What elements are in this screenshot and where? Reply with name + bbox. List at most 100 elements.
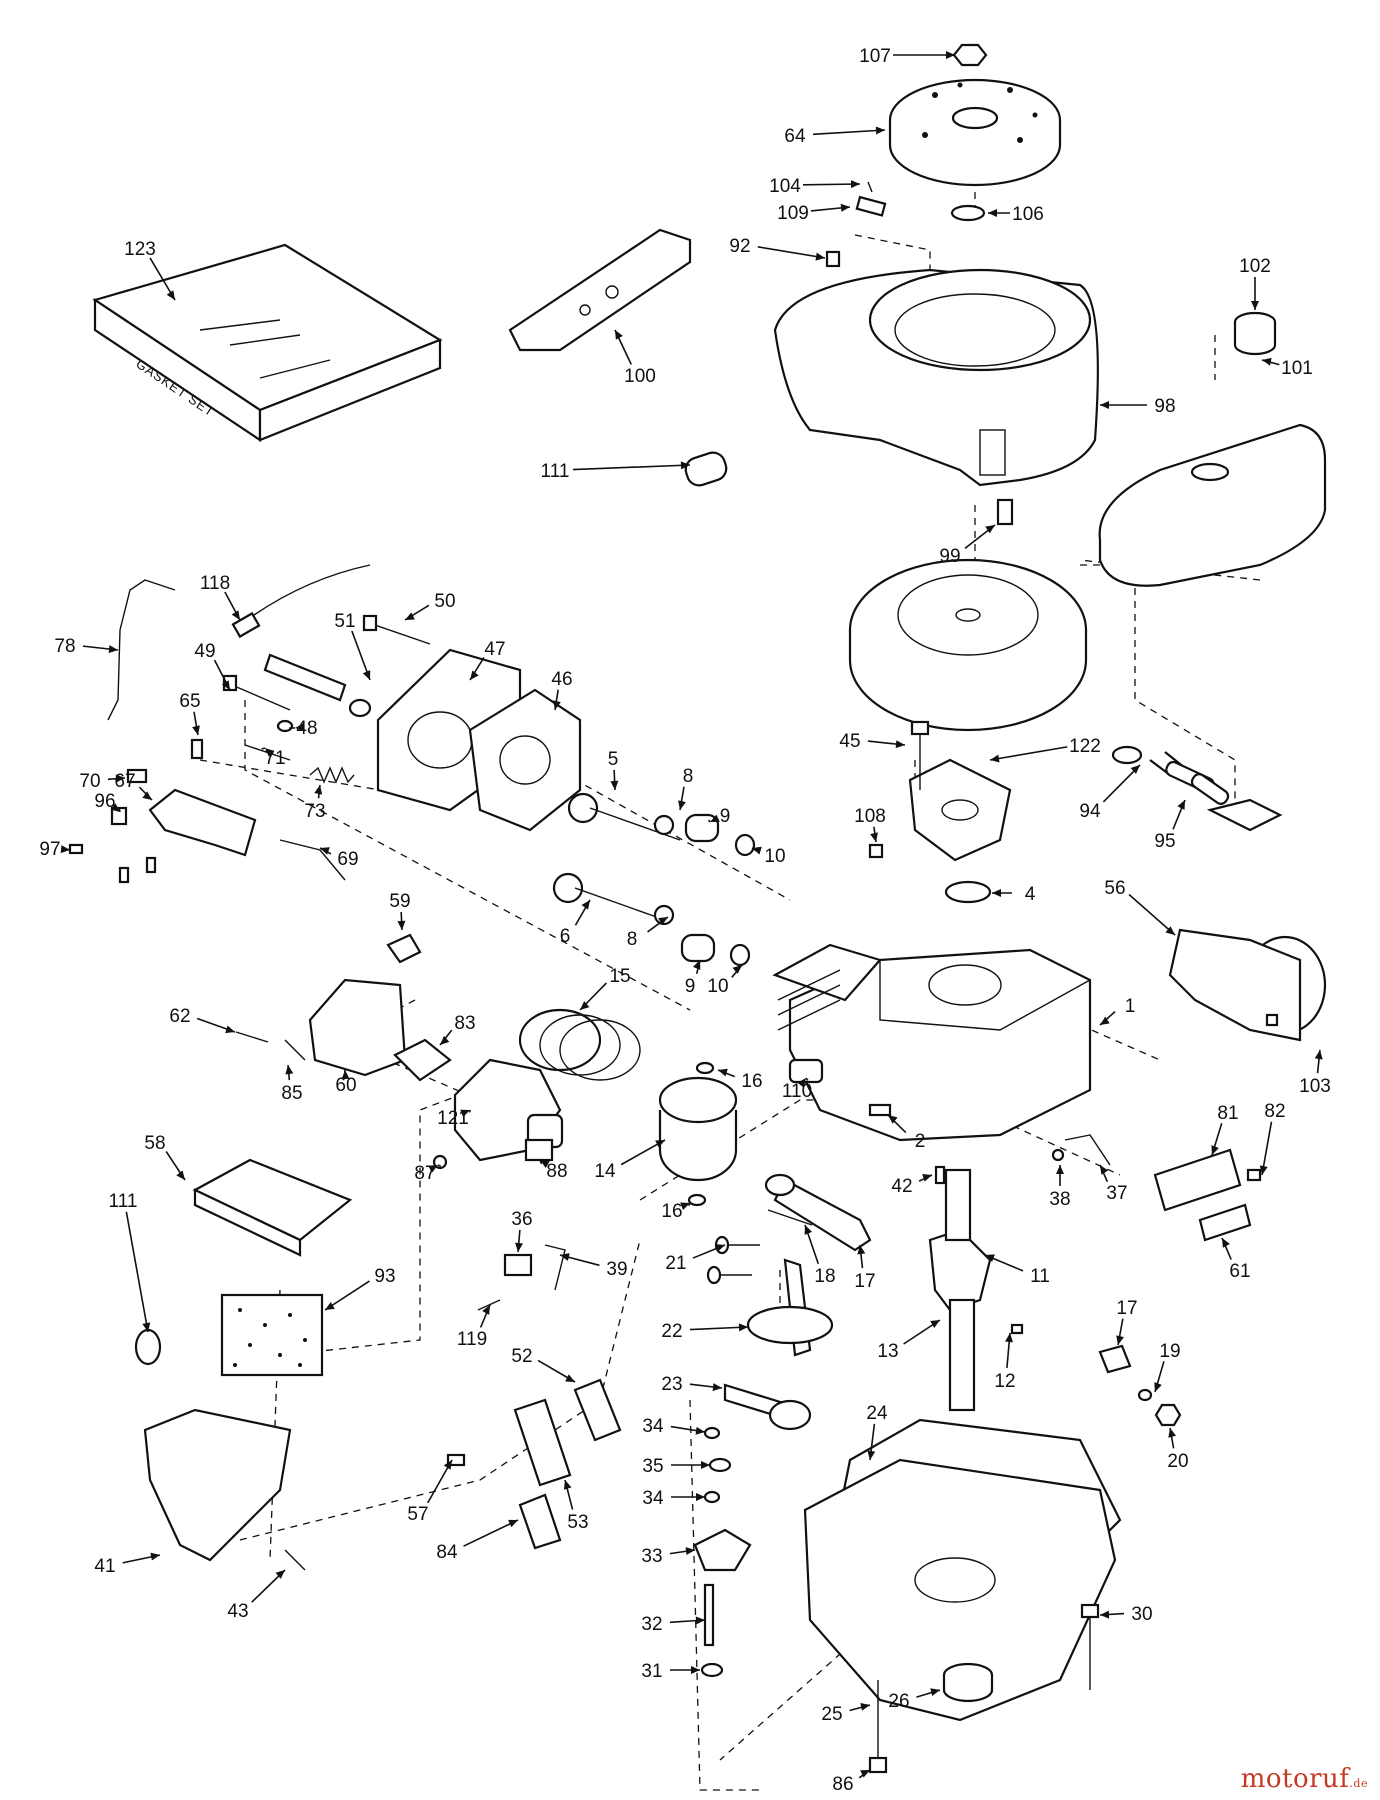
callout-arrowhead-104 [850,180,860,189]
callout-arrowhead-102 [1251,301,1259,310]
callout-arrowhead-57 [443,1460,452,1470]
callout-label-56: 56 [1104,878,1125,899]
callout-arrowhead-19 [1154,1382,1162,1392]
callout-label-58: 58 [144,1133,165,1154]
callout-arrowhead-58 [176,1170,185,1180]
callout-arrowhead-97 [60,845,70,854]
callout-arrowhead-18 [804,1225,813,1235]
callout-arrowhead-70 [115,774,125,783]
callout-arrowhead-82 [1259,1165,1268,1175]
watermark-suffix: .de [1349,1777,1368,1790]
callout-label-32: 32 [641,1614,662,1635]
callout-arrowhead-118 [231,610,240,620]
callout-label-81: 81 [1217,1103,1238,1124]
callout-label-48: 48 [296,718,317,739]
callout-label-71: 71 [264,748,285,769]
callout-arrowhead-73 [314,785,323,795]
callout-label-95: 95 [1154,831,1175,852]
callout-arrowhead-42 [922,1174,932,1182]
lifter-parts [706,1235,760,1285]
callout-label-31: 31 [641,1661,662,1682]
callout-label-106: 106 [1012,204,1044,225]
callout-arrowhead-60 [341,1070,350,1080]
breather-filter-part [518,1493,562,1550]
screw-part-77 [145,856,157,874]
callout-label-65: 65 [179,691,200,712]
pin-part-2 [868,1103,892,1117]
callout-label-73: 73 [304,801,325,822]
valve-part-6 [552,872,666,921]
callout-label-83: 83 [454,1013,475,1034]
callout-arrowhead-2 [888,1115,898,1124]
callout-label-94: 94 [1079,801,1101,822]
callout-arrowhead-86 [860,1770,870,1778]
gasket-part-110 [788,1058,824,1084]
callout-label-88: 88 [546,1161,567,1182]
blower-housing-part [773,268,1099,487]
callout-arrowhead-48 [295,723,305,732]
callout-arrowhead-84 [508,1519,518,1528]
head-gasket-part [468,688,582,832]
callout-label-23: 23 [661,1374,682,1395]
screw-part-65 [190,738,204,760]
callout-arrowhead-43 [275,1570,285,1579]
callout-label-4: 4 [1025,884,1036,905]
bolt-part-30 [1080,1603,1100,1690]
seal-part-26 [942,1662,994,1703]
callout-arrowhead-34 [695,1426,705,1435]
callout-arrowhead-119 [482,1305,490,1315]
spring-part-73 [309,766,355,784]
callout-arrowhead-108 [870,832,878,842]
flywheel-part [848,558,1088,732]
callout-label-24: 24 [866,1403,888,1424]
spark-plug-lead-part [231,564,371,639]
callout-label-38: 38 [1049,1189,1070,1210]
piston-part [658,1076,738,1182]
piston-rings-part [518,1008,641,1081]
callout-label-118: 118 [200,573,230,594]
screw-part-97 [68,843,84,855]
link-part-69 [279,839,346,881]
gasket-set-box: GASKET SET [92,243,443,443]
breather-gasket-part [573,1378,622,1442]
screw-part-82 [1246,1168,1262,1182]
callout-arrowhead-95 [1177,800,1185,810]
callout-arrowhead-111 [142,1322,151,1332]
screw-part-57 [446,1453,466,1467]
callout-label-70: 70 [79,771,100,792]
key-part-12 [1010,1323,1024,1335]
callout-arrowhead-35 [701,1461,710,1469]
callout-arrowhead-4 [992,889,1001,897]
linkage-part-37 [1064,1134,1111,1166]
callout-label-10: 10 [707,976,728,997]
callout-arrowhead-10 [732,965,742,974]
rewind-starter-part [1168,798,1327,1042]
screw-part-104 [867,181,873,193]
callout-arrowhead-65 [192,725,200,735]
callout-leader-122 [989,746,1068,761]
callout-label-50: 50 [434,591,455,612]
callout-arrowhead-83 [440,1035,450,1045]
callout-label-16: 16 [741,1071,762,1092]
bracket-part-100 [508,228,692,352]
callout-label-8: 8 [627,929,638,950]
callout-arrowhead-45 [895,740,905,749]
callout-arrowhead-26 [930,1688,940,1697]
clip-part-16a [695,1061,715,1075]
callout-label-2: 2 [915,1131,926,1152]
callout-label-34: 34 [642,1416,664,1437]
callout-arrowhead-11 [985,1254,995,1262]
washer-part-106 [950,204,986,222]
callout-label-97: 97 [39,839,60,860]
callout-arrowhead-34 [696,1493,705,1501]
callout-leader-111 [125,1211,149,1333]
callout-label-52: 52 [511,1346,532,1367]
screw-part-99 [996,498,1014,526]
callout-label-93: 93 [374,1266,395,1287]
callout-label-60: 60 [335,1075,356,1096]
callout-label-36: 36 [511,1209,532,1230]
crankshaft-part [928,1168,992,1412]
callout-label-92: 92 [729,236,750,257]
callout-label-84: 84 [436,1542,458,1563]
